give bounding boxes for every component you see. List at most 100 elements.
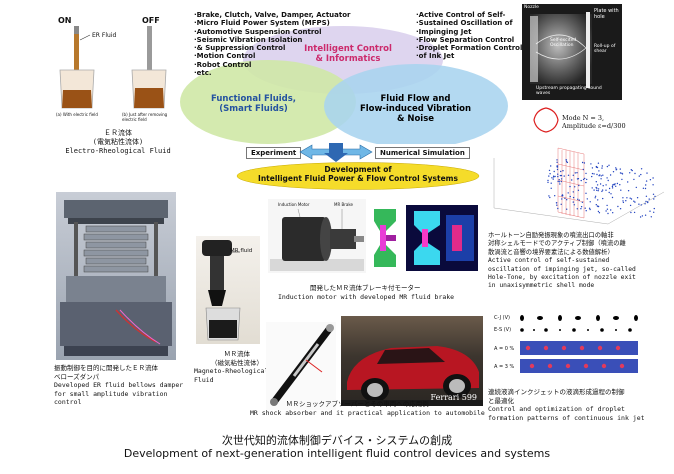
scatter-point [594, 195, 597, 197]
numerical-simulation-label: Numerical Simulation [375, 147, 470, 159]
mr-fluid-photo: MR fluid [196, 236, 260, 344]
scatter-point [550, 182, 552, 184]
scatter-point [611, 187, 614, 189]
mr-caption-en2: Fluid [194, 375, 214, 384]
scatter-point [571, 179, 573, 181]
er-caption-a: (a) With electric field [56, 112, 98, 117]
scatter-point [553, 170, 555, 173]
development-line1: Development of [324, 165, 392, 174]
scatter-point [559, 174, 562, 177]
scatter-point [621, 178, 623, 181]
scatter-point [572, 201, 574, 203]
scatter-point [610, 209, 612, 211]
scatter-point [560, 174, 563, 177]
mode-shape-icon [533, 107, 559, 133]
scatter-point [564, 197, 566, 199]
scatter-point [629, 172, 631, 174]
mr-caption-jp2: （磁気粘性流体） [211, 358, 263, 367]
venn-left-ellipse [180, 60, 356, 144]
scatter-point [548, 175, 550, 177]
scatter-point [653, 198, 655, 200]
scatter-point [606, 204, 608, 207]
experiment-label: Experiment [246, 147, 302, 159]
er-caption-en: Electro-Rheological Fluid [65, 147, 171, 155]
scatter-point [581, 161, 584, 164]
list-item: Motion Control [194, 52, 351, 60]
scatter-point [645, 200, 647, 203]
er-damper-photo [56, 192, 176, 360]
scatter-point [548, 195, 550, 197]
droplet-row-label: A = 3 % [494, 364, 515, 370]
mode-label-line2: Amplitude ε=d/300 [562, 122, 626, 130]
mr-brake-label: MR Brake [334, 202, 353, 207]
scatter-point [552, 175, 555, 177]
er-caption-jp2: (電気粘性流体) [92, 138, 144, 146]
scatter-point [565, 161, 568, 163]
damper-caption: 振動制御を目的に開発したＥＲ流体 ベローズダンパ Developed ER fl… [54, 364, 194, 407]
damper-caption-jp1: 振動制御を目的に開発したＥＲ流体 [54, 364, 158, 372]
scatter-point [597, 190, 599, 192]
scatter-point [565, 159, 568, 161]
scatter-point [572, 174, 574, 176]
scatter-point [654, 195, 656, 198]
scatter-point [567, 192, 569, 194]
scatter-point [578, 184, 580, 187]
scatter-point [590, 163, 592, 165]
scatter-point [595, 181, 597, 183]
scatter-point [595, 186, 597, 189]
scatter-point [620, 189, 622, 191]
scatter-point [640, 204, 642, 206]
scatter-point [591, 167, 594, 169]
scatter-point [608, 187, 611, 190]
scatter-point [557, 175, 559, 178]
jet-caption-en1: Active control of self-sustained [488, 257, 610, 265]
droplet-caption-en1: Control and optimization of droplet [488, 405, 625, 413]
jet-caption-jp1: ホールトーン自励発振現象の噴流出口の軸非 [488, 232, 614, 239]
scatter-point [578, 199, 580, 201]
scatter-point [596, 184, 599, 186]
mr-caption: ＭＲ流体 （磁気粘性流体） Magneto-Rheological Fluid [194, 350, 280, 384]
jet-caption: ホールトーン自励発振現象の噴流出口の軸非 対称シェルモードでのアクティブ制御（噴… [488, 232, 672, 291]
motor-caption-en: Induction motor with developed MR fluid … [278, 293, 455, 301]
damper-caption-en2: for small amplitude vibration [54, 389, 168, 398]
scatter-point [558, 179, 560, 181]
venn-right-line3: & Noise [396, 114, 435, 124]
droplet-caption-jp2: と最適化 [488, 396, 514, 405]
car-label: Ferrari 599 [430, 393, 477, 402]
scatter-point [652, 177, 654, 179]
scatter-point [591, 175, 593, 178]
scatter-point [607, 212, 609, 215]
venn-left-line2: (Smart Fluids) [219, 104, 288, 114]
scatter-point [630, 211, 632, 214]
scatter-point [601, 167, 603, 169]
scatter-point [597, 188, 600, 190]
scatter-point [549, 173, 551, 175]
venn-left-line1: Functional Fluids, [210, 94, 297, 104]
jet-nozzle-label: Nozzle [524, 5, 539, 10]
scatter-point [619, 208, 622, 210]
scatter-point [612, 184, 614, 186]
mode-label-line1: Mode N = 3, [562, 114, 605, 122]
scatter-point [608, 164, 610, 166]
scatter-point [582, 178, 585, 181]
scatter-point [588, 207, 591, 209]
scatter-point [611, 185, 614, 188]
scatter-point [627, 190, 630, 192]
scatter-point [589, 201, 591, 203]
scatter-point [584, 207, 586, 209]
er-caption-jp1: ＥＲ流体 [104, 129, 132, 137]
scatter-point [586, 178, 588, 181]
scatter-point [597, 210, 600, 213]
scatter-point [562, 170, 564, 172]
scatter-point [602, 174, 604, 176]
scatter-point [606, 177, 608, 179]
scatter-point [572, 191, 574, 193]
scatter-point [584, 177, 586, 180]
scatter-point [619, 168, 621, 170]
scatter-point [609, 174, 612, 176]
scatter-point [621, 173, 624, 175]
droplet-caption-jp1: 連続液滴インクジェットの液滴形成過程の制御 [488, 388, 625, 396]
scatter-point [649, 210, 651, 212]
venn-right-label: Fluid Flow and Flow-induced Vibration & … [348, 94, 483, 124]
droplet-row-label: E-S (V) [494, 327, 512, 333]
